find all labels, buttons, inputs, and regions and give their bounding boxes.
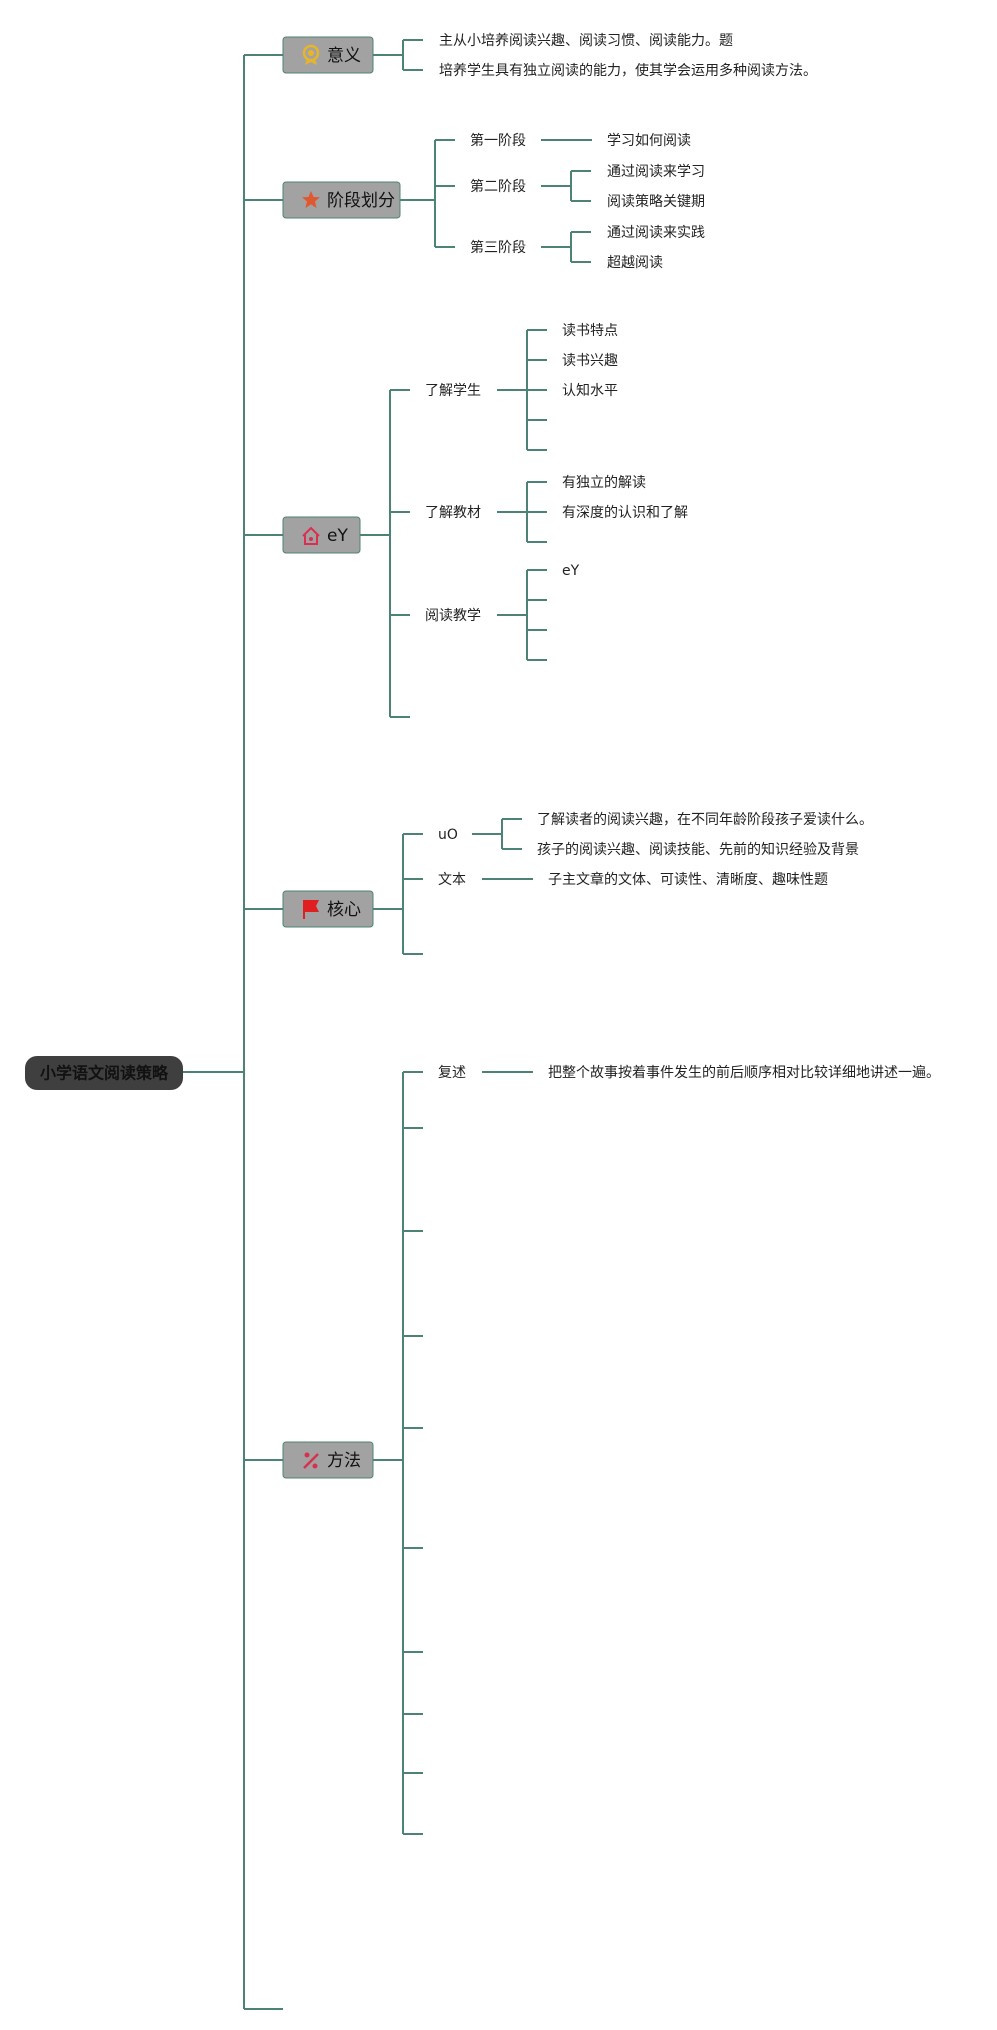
- subtopic-label: 阅读教学: [425, 607, 481, 624]
- branch-meaning[interactable]: 意义: [282, 36, 374, 74]
- connector-lines: [183, 39, 592, 2010]
- star-icon: [302, 191, 320, 208]
- subtopic-label: 了解教材: [425, 505, 481, 521]
- medal-icon: [302, 44, 320, 65]
- subtopic-item: 读书兴趣: [562, 352, 618, 369]
- tools-icon: [303, 1452, 319, 1469]
- stage-item: 通过阅读来实践: [607, 224, 705, 241]
- subtopic-item: 子主文章的文体、可读性、清晰度、趣味性题: [548, 871, 828, 888]
- meaning-item: 培养学生具有独立阅读的能力，使其学会运用多种阅读方法。: [439, 62, 817, 79]
- branch-method[interactable]: 方法: [282, 1441, 374, 1479]
- branch-label: eY: [327, 526, 348, 546]
- root-label: 小学语文阅读策略: [40, 1064, 169, 1083]
- subtopic-item: 认知水平: [562, 382, 618, 399]
- stage-label: 第三阶段: [470, 239, 526, 256]
- branch-label: 核心: [327, 900, 361, 920]
- meaning-item: 主从小培养阅读兴趣、阅读习惯、阅读能力。题: [439, 32, 733, 49]
- branch-label: 意义: [327, 46, 361, 66]
- subtopic-label: 了解学生: [425, 383, 481, 399]
- subtopic-item: 有深度的认识和了解: [562, 505, 688, 521]
- branch-stages[interactable]: 阶段划分: [282, 181, 401, 219]
- stage-item: 通过阅读来学习: [607, 163, 705, 180]
- stage-item: 阅读策略关键期: [607, 193, 705, 210]
- home-icon: [302, 526, 320, 545]
- flag-icon: [303, 900, 319, 919]
- stage-item: 超越阅读: [607, 254, 663, 271]
- subtopic-item: 孩子的阅读兴趣、阅读技能、先前的知识经验及背景: [537, 841, 859, 858]
- branch-ey[interactable]: eY: [282, 516, 361, 554]
- stage-item: 学习如何阅读: [607, 132, 691, 149]
- subtopic-item: 把整个故事按着事件发生的前后顺序相对比较详细地讲述一遍。: [548, 1064, 940, 1081]
- subtopic-label: uO: [438, 827, 458, 843]
- subtopic-item: 有独立的解读: [562, 474, 646, 491]
- root-node[interactable]: 小学语文阅读策略: [25, 1056, 183, 1090]
- branch-label: 阶段划分: [327, 191, 395, 211]
- branch-label: 方法: [327, 1451, 361, 1471]
- subtopic-label: 文本: [438, 872, 466, 888]
- subtopic-item: eY: [562, 563, 580, 579]
- branch-core[interactable]: 核心: [282, 890, 374, 928]
- stage-label: 第二阶段: [470, 178, 526, 195]
- subtopic-item: 读书特点: [562, 322, 618, 339]
- subtopic-label: 复述: [438, 1064, 466, 1081]
- subtopic-item: 了解读者的阅读兴趣，在不同年龄阶段孩子爱读什么。: [537, 811, 873, 828]
- stage-label: 第一阶段: [470, 132, 526, 149]
